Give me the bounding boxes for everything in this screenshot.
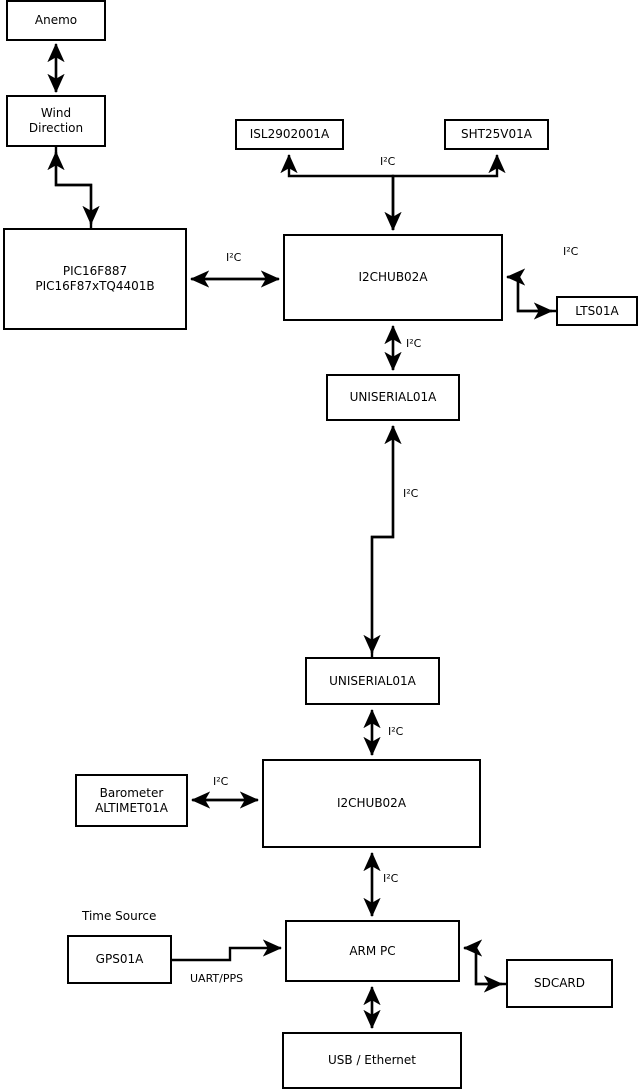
node-uniserial01a-top[interactable]: UNISERIAL01A	[326, 374, 460, 421]
edge-label-uart-pps: UART/PPS	[190, 972, 244, 985]
node-lts01a[interactable]: LTS01A	[556, 296, 638, 326]
node-isl2902001a[interactable]: ISL2902001A	[235, 119, 344, 150]
node-arm-pc[interactable]: ARM PC	[285, 920, 460, 982]
node-sdcard[interactable]: SDCARD	[506, 959, 613, 1008]
wire-wind-pic	[54, 147, 100, 225]
node-i2chub02a-bottom[interactable]: I2CHUB02A	[262, 759, 481, 848]
node-i2chub02a-top[interactable]: I2CHUB02A	[283, 234, 503, 321]
node-i2chub02a-bottom-label: I2CHUB02A	[336, 796, 407, 810]
edge-label-i2c-hub-uniserial: I²C	[406, 337, 422, 350]
node-i2chub02a-top-label: I2CHUB02A	[358, 270, 428, 284]
node-lts01a-label: LTS01A	[575, 303, 619, 318]
node-arm-pc-label: ARM PC	[349, 943, 396, 958]
edge-label-i2c-hub-armpc: I²C	[383, 872, 399, 885]
edge-label-i2c-barometer: I²C	[213, 775, 229, 788]
node-barometer-altimet01a-label: Barometer ALTIMET01A	[95, 785, 168, 815]
edge-label-i2c-uniserial-hub: I²C	[388, 725, 404, 738]
node-sdcard-label: SDCARD	[533, 976, 586, 990]
wire-lts-hub	[506, 268, 556, 313]
node-pic-mcu-label: PIC16F887 PIC16F87xTQ4401B	[35, 264, 155, 293]
label-time-source: Time Source	[82, 909, 157, 923]
node-anemo-label: Anemo	[34, 13, 78, 27]
wire-pic-wind	[47, 151, 93, 228]
node-pic-mcu[interactable]: PIC16F887 PIC16F87xTQ4401B	[3, 228, 187, 330]
edge-label-i2c-lts01a: I²C	[563, 245, 579, 258]
node-barometer-altimet01a[interactable]: Barometer ALTIMET01A	[75, 774, 188, 827]
node-wind-direction[interactable]: Wind Direction	[6, 95, 106, 147]
node-sht25v01a-label: SHT25V01A	[461, 127, 532, 141]
wire-hub-lts	[508, 275, 553, 320]
node-wind-direction-label: Wind Direction	[28, 106, 84, 135]
node-usb-ethernet-label: USB / Ethernet	[328, 1053, 416, 1067]
wire-arm-sd	[465, 946, 503, 993]
wire-long-up	[370, 425, 402, 657]
node-uniserial01a-top-label: UNISERIAL01A	[349, 390, 437, 404]
wire-hub-bus-sht	[391, 154, 506, 230]
node-gps01a-label: GPS01A	[95, 952, 144, 966]
node-isl2902001a-label: ISL2902001A	[249, 127, 330, 141]
edge-label-i2c-pic-hub: I²C	[226, 251, 242, 264]
wire-long-down	[363, 426, 395, 654]
node-anemo[interactable]: Anemo	[6, 0, 106, 41]
node-uniserial01a-bottom[interactable]: UNISERIAL01A	[305, 657, 440, 705]
node-usb-ethernet[interactable]: USB / Ethernet	[282, 1032, 462, 1089]
node-uniserial01a-bottom-label: UNISERIAL01A	[329, 673, 416, 688]
wire-hub-bus-isl	[280, 154, 395, 230]
edge-label-i2c-long-link: I²C	[403, 487, 419, 500]
wire-sd-arm	[463, 939, 506, 986]
node-sht25v01a[interactable]: SHT25V01A	[444, 119, 549, 150]
node-gps01a[interactable]: GPS01A	[67, 935, 172, 984]
wire-gps-arm	[172, 939, 282, 962]
edge-label-i2c-sensor-bus: I²C	[380, 155, 396, 168]
